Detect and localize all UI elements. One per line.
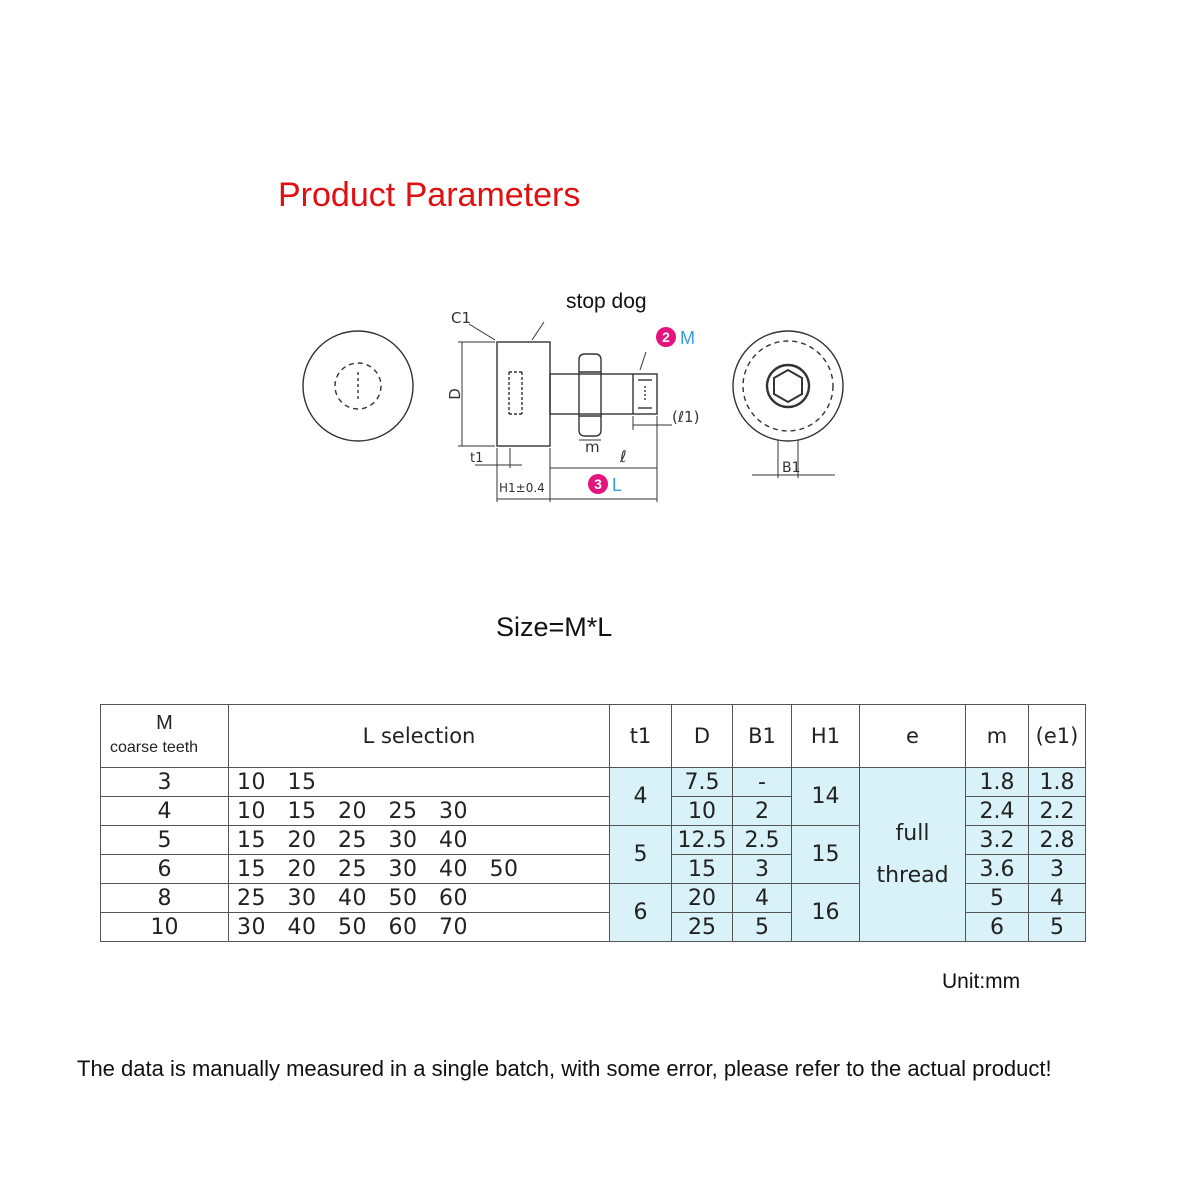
cell-h1: 16 bbox=[791, 883, 860, 942]
cell-b1: - bbox=[732, 767, 792, 797]
cell-d: 10 bbox=[671, 796, 733, 826]
parameter-table: M coarse teeth L selection t1 D B1 H1 e … bbox=[100, 704, 1086, 942]
l-dim-label: ℓ bbox=[619, 447, 627, 466]
m-dim-label: m bbox=[585, 438, 600, 456]
t1-label: t1 bbox=[470, 451, 483, 466]
svg-text:M: M bbox=[680, 328, 695, 348]
header-e: e bbox=[859, 704, 966, 768]
cell-b1: 2 bbox=[732, 796, 792, 826]
header-m: M coarse teeth bbox=[100, 704, 229, 768]
cell-m: 8 bbox=[100, 883, 229, 913]
stop-dog-body bbox=[496, 341, 551, 447]
l1-label: (ℓ1) bbox=[672, 408, 699, 426]
cell-m: 4 bbox=[100, 796, 229, 826]
cell-d: 12.5 bbox=[671, 825, 733, 855]
cell-b1: 3 bbox=[732, 854, 792, 884]
svg-text:2: 2 bbox=[662, 329, 670, 345]
stop-dog-label: stop dog bbox=[566, 290, 647, 313]
cell-e1: 2.8 bbox=[1028, 825, 1086, 855]
cell-m: 6 bbox=[100, 854, 229, 884]
cell-e1: 1.8 bbox=[1028, 767, 1086, 797]
cell-e1: 4 bbox=[1028, 883, 1086, 913]
cell-m-nut: 1.8 bbox=[965, 767, 1029, 797]
header-e1: (e1) bbox=[1028, 704, 1086, 768]
header-h1: H1 bbox=[791, 704, 860, 768]
cell-e1: 5 bbox=[1028, 912, 1086, 942]
right-end-view bbox=[732, 330, 844, 478]
cell-d: 7.5 bbox=[671, 767, 733, 797]
cell-m-nut: 3.6 bbox=[965, 854, 1029, 884]
cell-t1: 5 bbox=[609, 825, 672, 884]
cell-t1: 6 bbox=[609, 883, 672, 942]
size-formula: Size=M*L bbox=[496, 612, 613, 642]
bolt-shaft bbox=[549, 373, 658, 415]
header-t1: t1 bbox=[609, 704, 672, 768]
badge-m: 2 M bbox=[656, 327, 695, 348]
disclaimer-note: The data is manually measured in a singl… bbox=[77, 1056, 1052, 1081]
cell-m-nut: 3.2 bbox=[965, 825, 1029, 855]
hex-nut bbox=[578, 353, 602, 437]
cell-t1: 4 bbox=[609, 767, 672, 826]
header-m-nut: m bbox=[965, 704, 1029, 768]
cell-h1: 14 bbox=[791, 767, 860, 826]
page-title: Product Parameters bbox=[278, 176, 581, 214]
cell-m: 3 bbox=[100, 767, 229, 797]
svg-text:3: 3 bbox=[594, 476, 602, 492]
cell-d: 20 bbox=[671, 883, 733, 913]
cell-e1: 3 bbox=[1028, 854, 1086, 884]
d-label: D bbox=[446, 388, 464, 400]
cell-m-nut: 6 bbox=[965, 912, 1029, 942]
cell-d: 15 bbox=[671, 854, 733, 884]
cell-b1: 4 bbox=[732, 883, 792, 913]
svg-text:L: L bbox=[612, 475, 622, 495]
technical-drawing: 2 M 3 L stop dog C1 D t1 H1±0.4 m ℓ (ℓ1)… bbox=[302, 290, 844, 502]
cell-b1: 5 bbox=[732, 912, 792, 942]
badge-l: 3 L bbox=[588, 474, 622, 495]
b1-label: B1 bbox=[782, 460, 801, 476]
cell-m: 5 bbox=[100, 825, 229, 855]
cell-b1: 2.5 bbox=[732, 825, 792, 855]
cell-e1: 2.2 bbox=[1028, 796, 1086, 826]
cell-m-nut: 5 bbox=[965, 883, 1029, 913]
cell-m-nut: 2.4 bbox=[965, 796, 1029, 826]
c1-label: C1 bbox=[451, 309, 471, 327]
left-end-view bbox=[302, 330, 414, 442]
header-d: D bbox=[671, 704, 733, 768]
unit-note: Unit:mm bbox=[942, 970, 1021, 993]
table-header-row: M coarse teeth L selection t1 D B1 H1 e … bbox=[100, 704, 1086, 768]
cell-m: 10 bbox=[100, 912, 229, 942]
header-l-selection: L selection bbox=[228, 704, 610, 768]
header-b1: B1 bbox=[732, 704, 792, 768]
h1-label: H1±0.4 bbox=[499, 481, 545, 495]
cell-d: 25 bbox=[671, 912, 733, 942]
cell-h1: 15 bbox=[791, 825, 860, 884]
